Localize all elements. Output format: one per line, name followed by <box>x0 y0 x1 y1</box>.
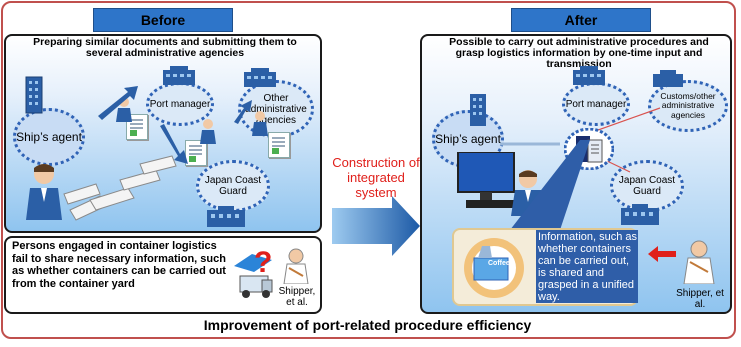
transition-arrow <box>332 196 420 256</box>
after-port-manager-label: Port manager <box>565 98 627 110</box>
before-flow-arrows <box>98 86 252 164</box>
before-problem-text: Persons engaged in container logistics f… <box>12 240 226 290</box>
before-shipper-person-icon <box>283 248 309 284</box>
before-tab: Before <box>93 8 233 32</box>
after-ship-agent-building-icon <box>470 94 486 126</box>
after-coast-guard-label: Japan Coast Guard <box>618 175 676 197</box>
after-operator-person-icon <box>511 170 545 216</box>
before-problem-box <box>4 236 322 314</box>
transition-label: Construction of integrated system <box>332 155 420 200</box>
before-other-agencies-label: Other administrative agencies <box>245 92 307 126</box>
before-paper-pile-icon <box>63 155 177 221</box>
before-coast-guard-building-icon <box>207 206 245 227</box>
after-coffee-container-icon <box>464 238 524 298</box>
before-coast-guard-bubble: Japan Coast Guard <box>196 160 270 212</box>
footer-title: Improvement of port-related procedure ef… <box>203 317 532 333</box>
before-port-manager-bubble: Port manager <box>146 82 214 126</box>
after-shipper-label: Shipper, et al. <box>676 288 724 310</box>
before-ship-agent-bubble: Ship’s agent <box>13 108 85 166</box>
before-document-3-icon <box>268 132 290 158</box>
after-ship-agent-label: Ship’s agent <box>435 132 501 146</box>
coffee-label: Coffee <box>488 260 510 267</box>
after-port-building-icon <box>573 66 605 85</box>
before-container-truck-icon <box>234 254 273 298</box>
before-messenger-3-icon <box>252 111 268 136</box>
before-port-building-icon <box>163 66 195 85</box>
after-customs-bubble: Customs/other administrative agencies <box>648 80 728 132</box>
before-agency-building-icon <box>244 68 276 87</box>
before-ship-agent-building-icon <box>25 76 43 114</box>
after-shipper-person-icon <box>683 240 715 284</box>
after-info-text: Information, such as whether containers … <box>536 230 638 303</box>
before-ship-agent-person-icon <box>26 164 62 220</box>
after-coast-guard-building-icon <box>621 204 659 225</box>
after-header: Possible to carry out administrative pro… <box>449 36 709 70</box>
after-customs-label: Customs/other administrative agencies <box>660 90 716 120</box>
after-computer-icon <box>457 152 536 208</box>
before-port-manager-label: Port manager <box>149 98 211 110</box>
before-ship-agent-label: Ship’s agent <box>16 130 82 144</box>
before-shipper-label: Shipper, et al. <box>278 286 316 308</box>
after-shipper-arrow <box>648 246 676 262</box>
before-question-mark: ? <box>254 246 273 279</box>
before-document-2-icon <box>185 140 207 166</box>
before-header: Preparing similar documents and submitti… <box>33 36 297 59</box>
before-coast-guard-label: Japan Coast Guard <box>204 175 262 197</box>
before-messenger-2-icon <box>200 119 216 144</box>
after-customs-building-icon <box>653 70 683 87</box>
info-callout-pointer <box>510 140 590 230</box>
after-tab: After <box>511 8 651 32</box>
